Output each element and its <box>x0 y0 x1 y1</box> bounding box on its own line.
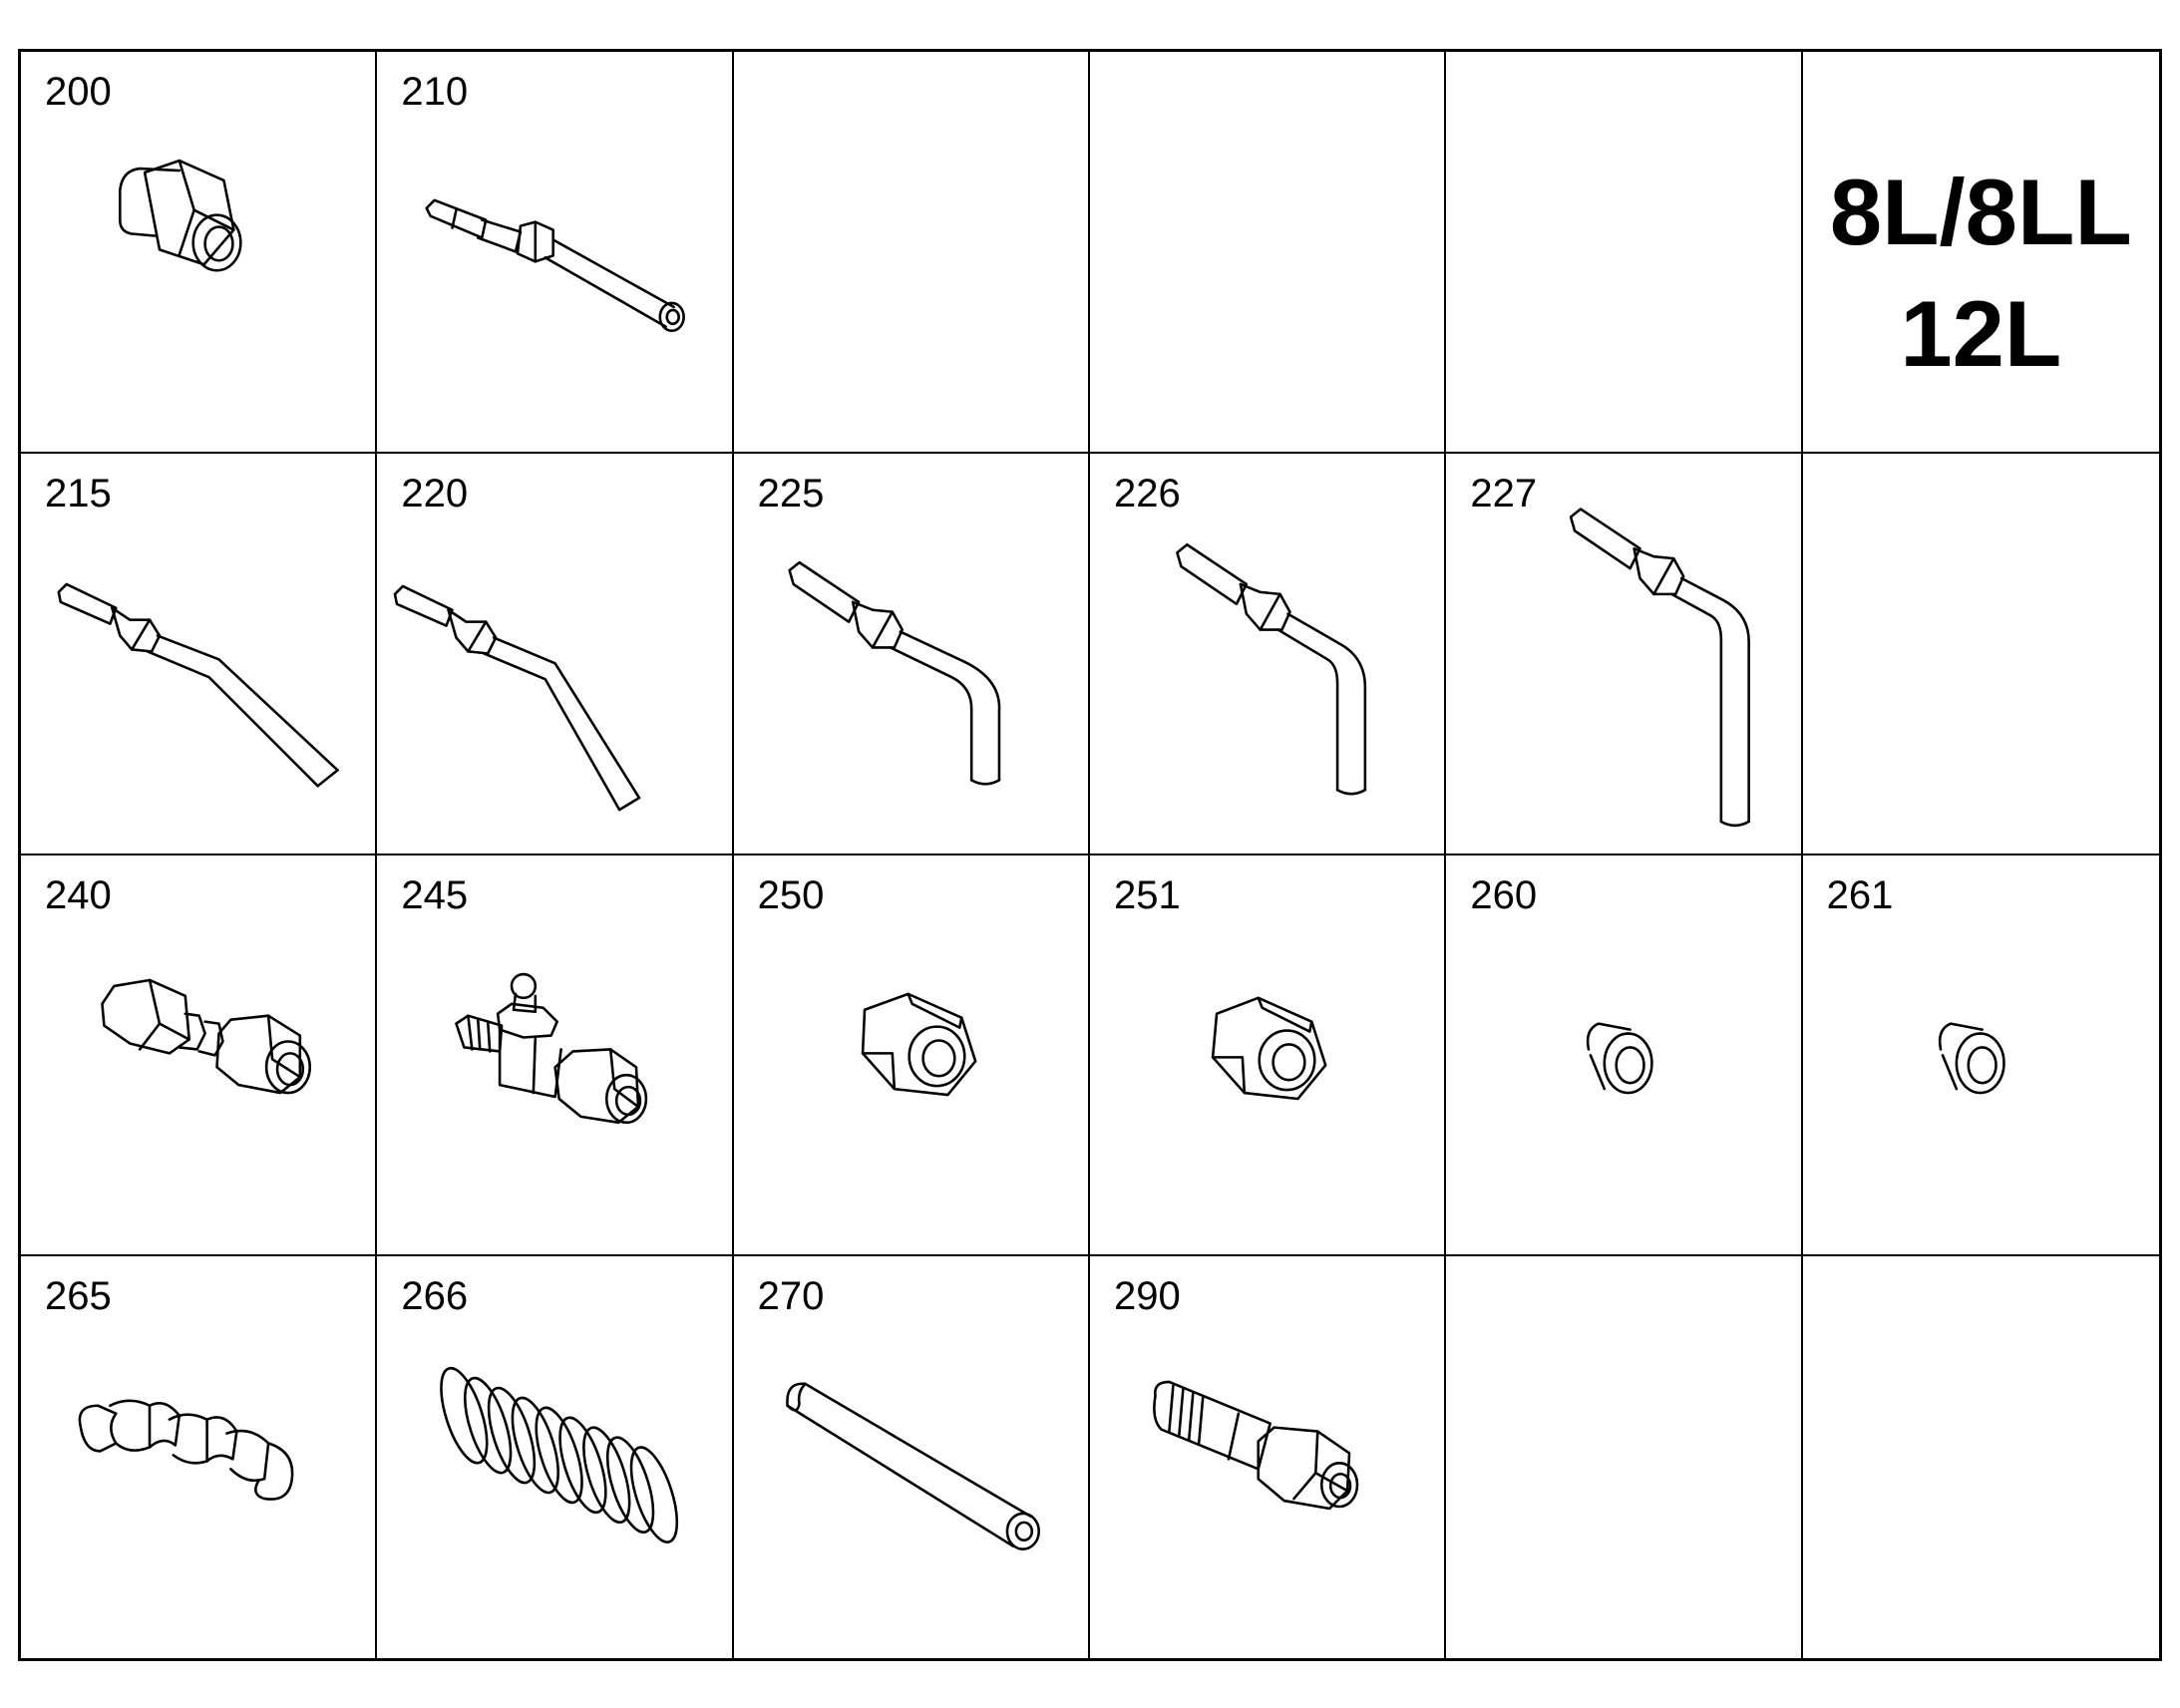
part-cell-290: 290 <box>1090 1256 1447 1658</box>
ferrule-icon <box>1803 855 2159 1255</box>
straight-connector-icon <box>21 52 375 452</box>
part-cell-261: 261 <box>1802 855 2159 1257</box>
bent-nozzle-tube-icon <box>21 454 375 854</box>
empty-cell <box>733 52 1090 454</box>
elbow-nozzle-tube-icon <box>1090 454 1444 854</box>
hex-nut-icon <box>734 855 1088 1255</box>
long-elbow-nozzle-tube-icon <box>1446 454 1800 854</box>
part-cell-265: 265 <box>21 1256 378 1658</box>
part-cell-266: 266 <box>377 1256 734 1658</box>
empty-cell <box>1802 454 2159 855</box>
reducer-connector-icon <box>1090 1256 1444 1658</box>
model-label-cell: 8L/8LL 12L <box>1802 52 2159 454</box>
part-cell-227: 227 <box>1446 453 1803 855</box>
coil-spring-icon <box>377 1256 731 1658</box>
part-cell-215: 215 <box>21 453 378 855</box>
tube-icon <box>734 1256 1088 1658</box>
part-cell-251: 251 <box>1090 854 1447 1257</box>
part-number: 220 <box>401 471 469 515</box>
part-cell-245: 245 <box>377 854 734 1257</box>
parts-grid: 200 210 <box>18 49 2162 1661</box>
part-number: 227 <box>1470 471 1538 515</box>
part-number: 250 <box>757 872 825 917</box>
part-number: 240 <box>45 872 112 917</box>
part-number: 215 <box>45 471 112 515</box>
part-number: 261 <box>1826 872 1894 917</box>
hex-nut-icon <box>1090 855 1444 1255</box>
grease-nipple-connector-icon <box>377 855 731 1255</box>
straight-nozzle-tube-icon <box>377 52 731 452</box>
part-cell-200: 200 <box>21 52 378 454</box>
part-number: 260 <box>1470 872 1538 917</box>
model-label: 8L/8LL 12L <box>1803 152 2159 395</box>
part-number: 200 <box>45 70 112 114</box>
part-number: 290 <box>1114 1274 1181 1319</box>
part-number: 210 <box>401 70 469 114</box>
part-number: 245 <box>401 872 469 917</box>
part-number: 265 <box>45 1274 112 1319</box>
elbow-nozzle-tube-icon <box>734 454 1088 854</box>
part-cell-260: 260 <box>1446 854 1803 1257</box>
part-cell-225: 225 <box>733 453 1090 855</box>
union-connector-icon <box>21 855 375 1255</box>
ferrule-icon <box>1446 855 1800 1255</box>
part-cell-220: 220 <box>377 453 734 855</box>
empty-cell <box>1803 1256 2159 1658</box>
part-number: 270 <box>757 1274 825 1319</box>
empty-cell <box>1446 1256 1803 1658</box>
model-label-line2: 12L <box>1900 281 2062 386</box>
model-label-line1: 8L/8LL <box>1829 160 2132 264</box>
part-number: 225 <box>757 471 825 515</box>
spiral-sleeve-icon <box>21 1256 375 1658</box>
part-cell-240: 240 <box>21 854 378 1257</box>
part-cell-210: 210 <box>377 52 734 454</box>
bent-nozzle-tube-icon <box>377 454 731 854</box>
empty-cell <box>1090 52 1447 454</box>
part-number: 226 <box>1114 471 1181 515</box>
part-number: 266 <box>401 1274 469 1319</box>
part-cell-250: 250 <box>733 854 1090 1257</box>
part-cell-226: 226 <box>1090 453 1447 855</box>
part-number: 251 <box>1114 872 1181 917</box>
part-cell-270: 270 <box>734 1256 1090 1658</box>
empty-cell <box>1446 52 1803 454</box>
